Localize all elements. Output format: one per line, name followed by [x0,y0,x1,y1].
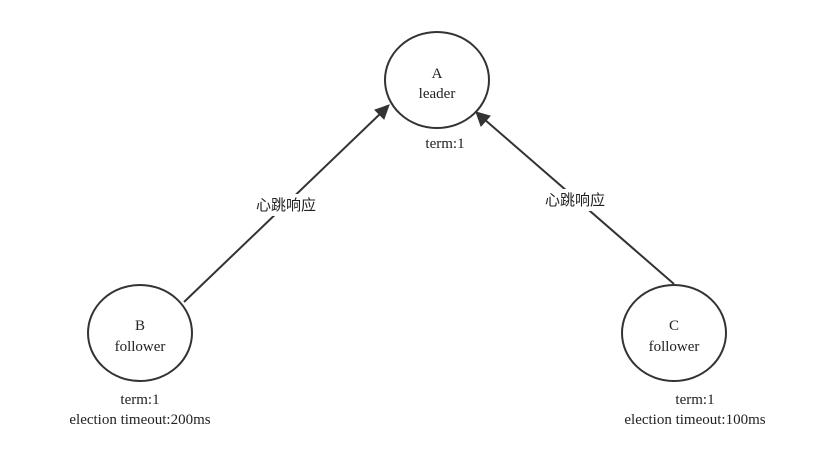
node-c-circle [621,284,727,382]
node-a-role: leader [419,86,456,102]
edge-b-to-a-arrowhead-icon [374,104,390,120]
edge-c-to-a-arrowhead-icon [475,111,491,127]
node-c: C follower term:1 election timeout:100ms [621,284,766,428]
node-b-circle [87,284,193,382]
node-a: A leader term:1 [384,31,490,152]
node-c-name: C [669,318,679,334]
node-a-term: term:1 [425,136,464,152]
node-b: B follower term:1 election timeout:200ms [69,284,211,428]
edge-c-to-a: 心跳响应 [475,111,675,285]
node-b-name: B [135,318,145,334]
node-a-name: A [432,66,443,82]
node-b-term: term:1 [120,392,159,408]
edge-b-to-a-label-bg [251,194,321,216]
node-c-role: follower [649,339,700,355]
node-a-circle [384,31,490,129]
node-c-election-timeout: election timeout:100ms [624,412,765,428]
node-c-term: term:1 [675,392,714,408]
node-b-election-timeout: election timeout:200ms [69,412,210,428]
edge-b-to-a: 心跳响应 [183,104,390,303]
edge-c-to-a-label-bg [540,189,610,211]
node-b-role: follower [115,339,166,355]
edge-c-to-a-label: 心跳响应 [545,191,605,209]
edge-b-to-a-label: 心跳响应 [256,196,316,214]
